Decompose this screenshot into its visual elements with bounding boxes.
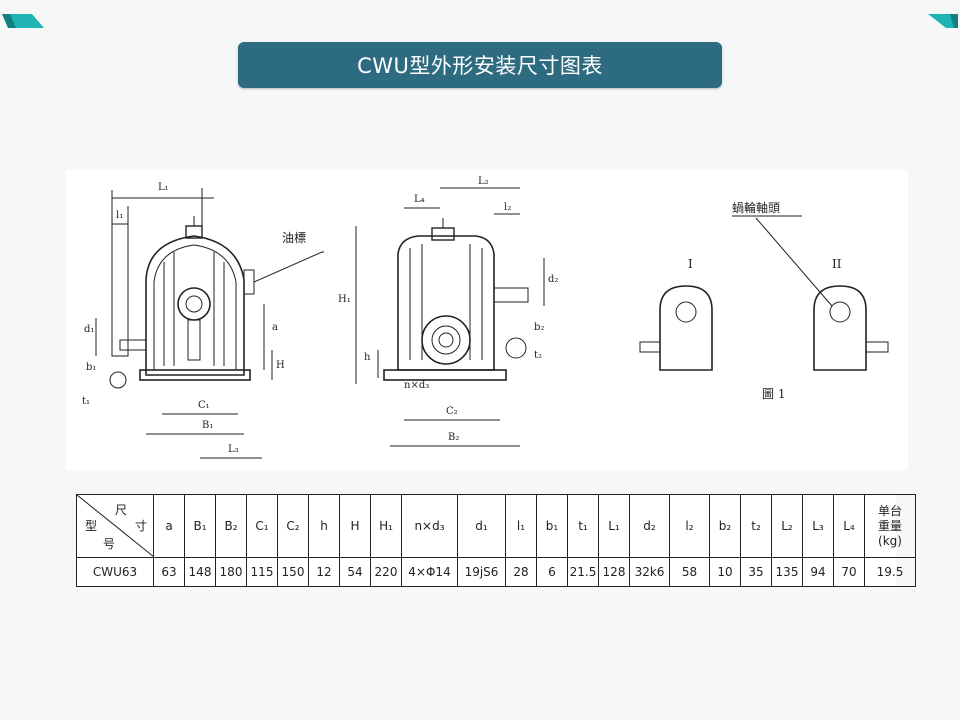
cell-C2: 150: [277, 557, 309, 587]
cell-d2: 32k6: [629, 557, 670, 587]
header-a: a: [153, 494, 185, 558]
page-title: CWU型外形安装尺寸图表: [357, 54, 603, 78]
header-B1: B₁: [184, 494, 216, 558]
cell-nd3: 4×Φ14: [401, 557, 458, 587]
header-b2: b₂: [709, 494, 741, 558]
cell-weight: 19.5: [864, 557, 916, 587]
header-b1: b₁: [536, 494, 568, 558]
dim-L4: L₄: [414, 194, 425, 205]
corner-label-xing: 型: [85, 519, 98, 533]
header-H: H: [339, 494, 371, 558]
corner-decoration-right: [928, 14, 958, 28]
dim-b2: b₂: [534, 322, 544, 333]
dim-H: H: [276, 360, 285, 371]
figure-caption: 圖 1: [762, 387, 785, 401]
dim-C2: C₂: [446, 406, 458, 417]
dim-L1: L₁: [158, 182, 169, 193]
cell-t1: 21.5: [567, 557, 599, 587]
corner-decoration-left: [2, 14, 44, 28]
dimension-table: 尺 寸 型 号 a B₁ B₂ C₁ C₂ h H H₁ n×d₃ d₁ l₁ …: [76, 494, 916, 587]
cell-a: 63: [153, 557, 185, 587]
cell-b1: 6: [536, 557, 568, 587]
cell-B1: 148: [184, 557, 216, 587]
label-oil-gauge: 油標: [282, 231, 306, 245]
header-L2: L₂: [771, 494, 803, 558]
header-corner-cell: 尺 寸 型 号: [76, 494, 154, 558]
header-weight-line2: 重量: [877, 518, 902, 533]
header-L1: L₁: [598, 494, 630, 558]
corner-label-size: 尺: [115, 503, 128, 517]
dim-d2: d₂: [548, 274, 558, 285]
dim-h: h: [364, 352, 371, 363]
technical-drawing-svg: L₁ l₁ 油標 d₁ b₁ t₁: [82, 176, 889, 459]
corner-label-hao: 号: [103, 537, 116, 551]
table-header-row: 尺 寸 型 号 a B₁ B₂ C₁ C₂ h H H₁ n×d₃ d₁ l₁ …: [76, 494, 916, 558]
table-row: CWU63 63 148 180 115 150 12 54 220 4×Φ14…: [76, 557, 916, 587]
label-worm-shaft-end: 蝸輪軸頭: [732, 200, 780, 215]
dim-L3: L₃: [228, 444, 239, 455]
dim-C1: C₁: [198, 400, 210, 411]
cell-L2: 135: [771, 557, 803, 587]
header-weight: 单台 重量 (kg): [864, 494, 916, 558]
dim-L2: L₂: [478, 176, 489, 187]
front-view: L₁ l₁ 油標 d₁ b₁ t₁: [82, 182, 324, 459]
header-d2: d₂: [629, 494, 670, 558]
diagonal-divider: [77, 495, 154, 557]
cell-b2: 10: [709, 557, 741, 587]
cell-t2: 35: [740, 557, 772, 587]
technical-drawing: L₁ l₁ 油標 d₁ b₁ t₁: [66, 170, 908, 470]
shaft-end-views: 蝸輪軸頭 I II 圖 1: [639, 200, 889, 401]
dim-t1: t₁: [82, 396, 90, 407]
dim-B1: B₁: [202, 420, 213, 431]
header-l1: l₁: [505, 494, 537, 558]
header-nd3: n×d₃: [401, 494, 458, 558]
dim-b1: b₁: [86, 362, 96, 373]
header-d1: d₁: [457, 494, 506, 558]
cell-model: CWU63: [76, 557, 154, 587]
header-L4: L₄: [833, 494, 865, 558]
cell-H: 54: [339, 557, 371, 587]
header-C1: C₁: [246, 494, 278, 558]
label-view-2: II: [832, 257, 842, 271]
corner-label-cun: 寸: [135, 519, 148, 533]
header-h: h: [308, 494, 340, 558]
cell-C1: 115: [246, 557, 278, 587]
cell-l1: 28: [505, 557, 537, 587]
side-view: H₁ h L₄ L₂ l₂ d₂ b₂ t₂ n×d: [338, 176, 558, 447]
dim-H1: H₁: [338, 294, 351, 305]
header-B2: B₂: [215, 494, 247, 558]
header-L3: L₃: [802, 494, 834, 558]
header-weight-line1: 单台: [877, 503, 902, 518]
cell-L4: 70: [833, 557, 865, 587]
dim-a: a: [272, 322, 278, 333]
header-l2: l₂: [669, 494, 710, 558]
cell-L3: 94: [802, 557, 834, 587]
header-H1: H₁: [370, 494, 402, 558]
label-view-1: I: [688, 257, 693, 271]
cell-d1: 19jS6: [457, 557, 506, 587]
title-banner: CWU型外形安装尺寸图表: [238, 42, 722, 88]
cell-h: 12: [308, 557, 340, 587]
dim-B2: B₂: [448, 432, 459, 443]
cell-H1: 220: [370, 557, 402, 587]
header-C2: C₂: [277, 494, 309, 558]
dim-d1: d₁: [84, 324, 94, 335]
header-t1: t₁: [567, 494, 599, 558]
cell-L1: 128: [598, 557, 630, 587]
dimension-table-container: 尺 寸 型 号 a B₁ B₂ C₁ C₂ h H H₁ n×d₃ d₁ l₁ …: [76, 494, 916, 587]
dim-l1: l₁: [116, 210, 123, 221]
cell-l2: 58: [669, 557, 710, 587]
dim-nd3: n×d₃: [404, 380, 429, 391]
header-weight-line3: (kg): [878, 533, 902, 548]
dim-t2: t₂: [534, 350, 542, 361]
dim-l2: l₂: [504, 202, 511, 213]
cell-B2: 180: [215, 557, 247, 587]
header-t2: t₂: [740, 494, 772, 558]
